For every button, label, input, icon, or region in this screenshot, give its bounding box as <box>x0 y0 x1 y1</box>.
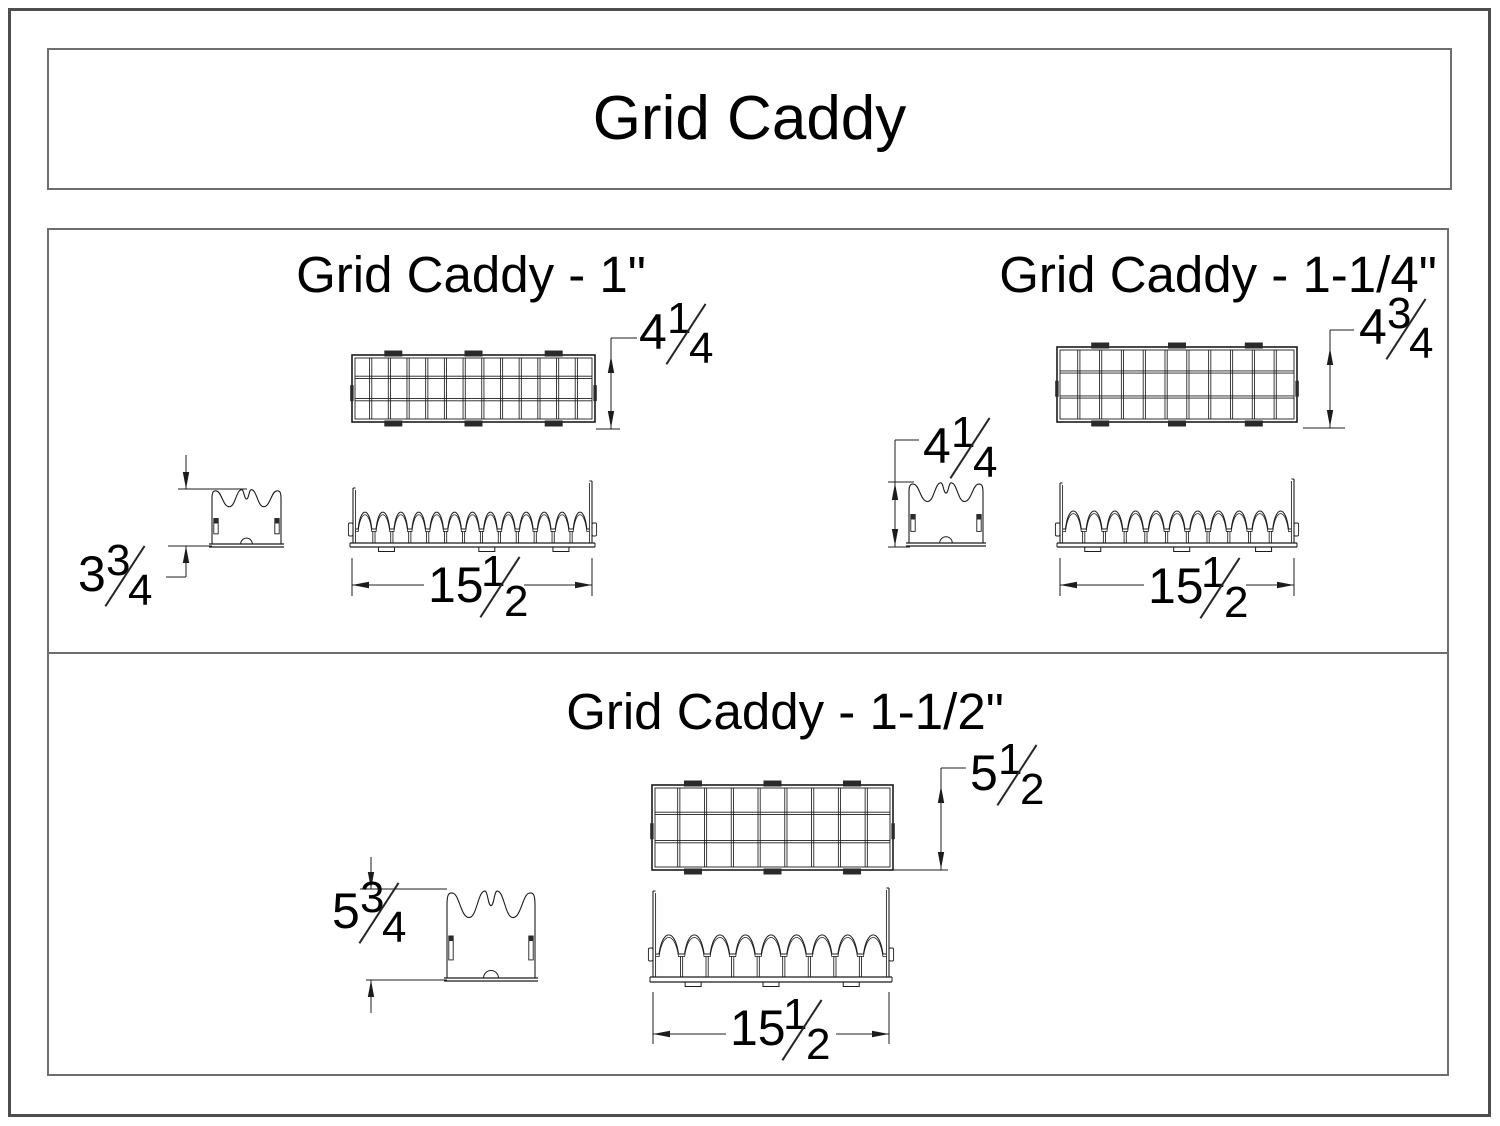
dim-denominator: 4 <box>382 903 407 952</box>
caddy-1in-dimension-lines <box>166 337 637 596</box>
dim-numerator: 3 <box>106 536 131 585</box>
caddy-1-12in-front-view <box>647 887 895 987</box>
dim-numerator: 1 <box>998 735 1023 784</box>
dim-denominator: 2 <box>806 1020 831 1069</box>
dim-numerator: 1 <box>951 408 976 457</box>
dim-whole: 5 <box>332 883 360 939</box>
dim-whole: 4 <box>1359 299 1387 355</box>
caddy-1-12in-side-view <box>444 890 538 982</box>
dim-whole: 4 <box>923 418 951 474</box>
caddy-1-12in-dimension-lines <box>360 767 966 1044</box>
dim-denominator: 4 <box>1409 319 1434 368</box>
dim-denominator: 4 <box>689 324 714 373</box>
caddy-1-14in-dimension-lines <box>888 329 1354 596</box>
caddy-1in-top-view <box>350 350 597 427</box>
dim-whole: 15 <box>1148 558 1204 614</box>
section-title-1in: Grid Caddy - 1" <box>296 246 646 303</box>
dim-whole: 15 <box>730 1000 786 1056</box>
page-title: Grid Caddy <box>592 84 907 153</box>
dim-numerator: 3 <box>360 873 385 922</box>
caddy-1-14in-top-view <box>1055 342 1299 427</box>
dim-denominator: 2 <box>1224 578 1249 627</box>
section-title-1-12in: Grid Caddy - 1-1/2" <box>566 683 1004 740</box>
dim-denominator: 2 <box>1020 765 1045 814</box>
dim-denominator: 4 <box>973 438 998 487</box>
dim-numerator: 1 <box>481 547 506 596</box>
dim-numerator: 3 <box>1387 289 1412 338</box>
dim-denominator: 2 <box>504 577 529 626</box>
dim-whole: 5 <box>970 745 998 801</box>
section-title-1-14in: Grid Caddy - 1-1/4" <box>999 246 1437 303</box>
caddy-1-14in-front-view <box>1054 478 1300 552</box>
page-border <box>8 8 1491 1117</box>
title-block: Grid Caddy <box>47 48 1452 190</box>
dim-whole: 3 <box>78 546 106 602</box>
dim-whole: 15 <box>428 557 484 613</box>
dim-whole: 4 <box>639 304 667 360</box>
section-divider-line <box>47 652 1449 654</box>
caddy-1-14in-side-view <box>906 482 986 547</box>
dim-numerator: 1 <box>667 294 692 343</box>
dim-denominator: 4 <box>128 566 153 615</box>
dim-numerator: 1 <box>1201 548 1226 597</box>
caddy-1in-side-view <box>209 489 284 548</box>
caddy-1-12in-top-view <box>650 780 895 875</box>
caddy-1in-front-view <box>347 480 598 552</box>
dim-numerator: 1 <box>783 990 808 1039</box>
